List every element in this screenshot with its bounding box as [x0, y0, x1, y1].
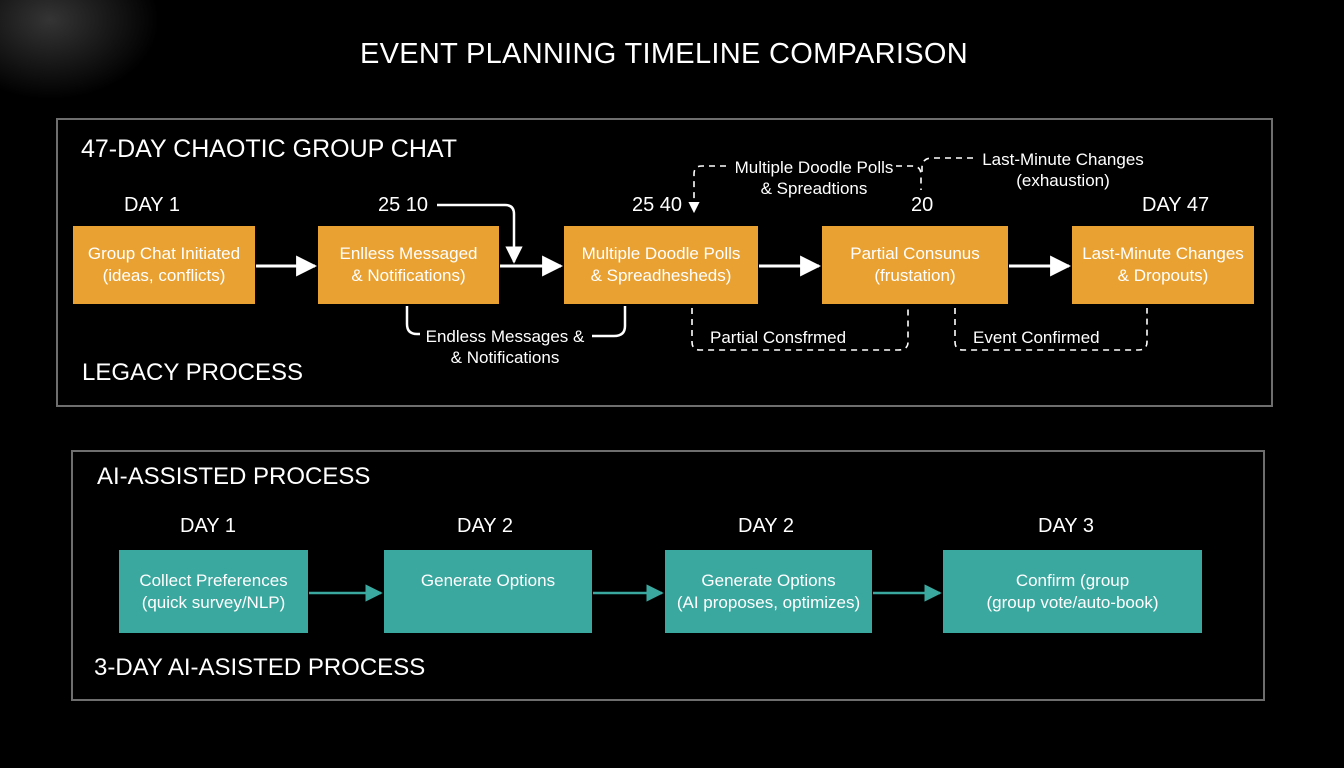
legacy-step-doodle-polls: Multiple Doodle Polls & Spreadheshеds) — [564, 226, 758, 304]
step-line-1: Last-Minute Changes — [1082, 244, 1244, 263]
dashed-event — [954, 308, 1148, 351]
ai-day-label-4: DAY 3 — [1038, 515, 1094, 537]
ai-step-collect-preferences: Collect Preferences(quick survey/NLP) — [119, 550, 308, 633]
ai-step-generate-options: Generate Options — [384, 550, 592, 633]
legacy-day-label-5: DAY 47 — [1142, 194, 1210, 216]
step-line-2: (quick survey/NLP) — [141, 592, 286, 612]
annotation-line-2: & Spreadtions — [760, 179, 868, 198]
dashed-last-minute — [921, 157, 973, 172]
ai-day-label-1: DAY 1 — [180, 515, 236, 537]
ai-day-label-3: DAY 2 — [738, 515, 794, 537]
step-line-2: (frustation) — [874, 266, 956, 285]
dashed-doodle — [688, 165, 726, 214]
legacy-panel — [56, 118, 1273, 407]
legacy-step-group-chat: Group Chat Initiated (ideas, conflicts) — [73, 226, 255, 304]
annotation-event-confirmed: Event Confirmed — [973, 328, 1100, 347]
diagram-title: EVENT PLANNING TIMELINE COMPARISON — [359, 38, 969, 70]
ai-step-generate-options-ai: Generate Options(AI proposes, optimizes) — [665, 550, 872, 633]
legacy-step-partial-consensus: Partial Consunus (frustation) — [822, 226, 1008, 304]
ai-panel — [71, 450, 1265, 701]
legacy-solid-brackets — [405, 203, 627, 338]
step-line-1: Enlless Messaged — [339, 244, 478, 263]
legacy-step-last-minute: Last-Minute Changes & Dropouts) — [1072, 226, 1254, 304]
ai-heading: AI-ASSISTED PROCESS — [97, 463, 371, 490]
step-line-2: (AI proposes, optimizes) — [676, 592, 861, 612]
step-line-2: & Notifications) — [351, 266, 466, 285]
legacy-dashed-brackets — [688, 157, 1148, 351]
legacy-day-label-2: 25 10 — [378, 194, 429, 216]
step-line-1: Multiple Doodle Polls — [581, 244, 741, 263]
legacy-heading: 47-DAY CHAOTIC GROUP CHAT — [81, 135, 457, 163]
step-line-1: Group Chat Initiated — [87, 244, 241, 263]
annotation-line-1: Last-Minute Changes — [982, 150, 1144, 169]
annotation-line-2: (exhaustion) — [1016, 171, 1110, 190]
dashed-doodle-right — [896, 165, 922, 190]
step-line-1: Collect Preferences — [139, 570, 288, 590]
annotation-last-minute: Last-Minute Changes (exhaustion) — [978, 149, 1148, 191]
step-line-1: Partial Consunus — [850, 244, 980, 263]
annotation-partial-confirmed: Partial Consfrmed — [710, 328, 847, 347]
legacy-step-endless-messages: Enlless Messaged & Notifications) — [318, 226, 499, 304]
annotation-line-1: Multiple Doodle Polls — [734, 158, 894, 177]
legacy-footer: LEGACY PROCESS — [82, 359, 303, 386]
step-line-1: Generate Options — [420, 571, 556, 590]
annotation-doodle-polls: Multiple Doodle Polls & Spreadtions — [729, 157, 899, 199]
ai-day-label-2: DAY 2 — [457, 515, 513, 537]
step-line-2: (group vote/auto-book) — [986, 592, 1159, 612]
bracket-top-2510 — [437, 203, 523, 264]
step-line-2: (ideas, conflicts) — [102, 266, 226, 285]
bracket-bottom-endless-right — [592, 306, 627, 338]
step-line-2: & Dropouts) — [1117, 266, 1209, 285]
step-line-1: Confirm (group — [1015, 570, 1130, 590]
annotation-line-1: Endless Messages & — [425, 327, 585, 346]
annotation-line-2: & Notifications — [450, 348, 560, 367]
legacy-day-label-1: DAY 1 — [124, 194, 180, 216]
step-line-2: & Spreadheshеds) — [590, 266, 732, 285]
ai-step-confirm: Confirm (group(group vote/auto-book) — [943, 550, 1202, 633]
legacy-day-label-4: 20 — [911, 194, 934, 216]
step-line-1: Generate Options — [701, 570, 836, 590]
dashed-partial — [691, 308, 909, 351]
ai-footer: 3-DAY AI-ASISTED PROCESS — [94, 654, 426, 681]
legacy-day-label-3: 25 40 — [632, 194, 683, 216]
bracket-bottom-endless — [405, 306, 420, 336]
annotation-endless-messages: Endless Messages & & Notifications — [420, 326, 590, 368]
